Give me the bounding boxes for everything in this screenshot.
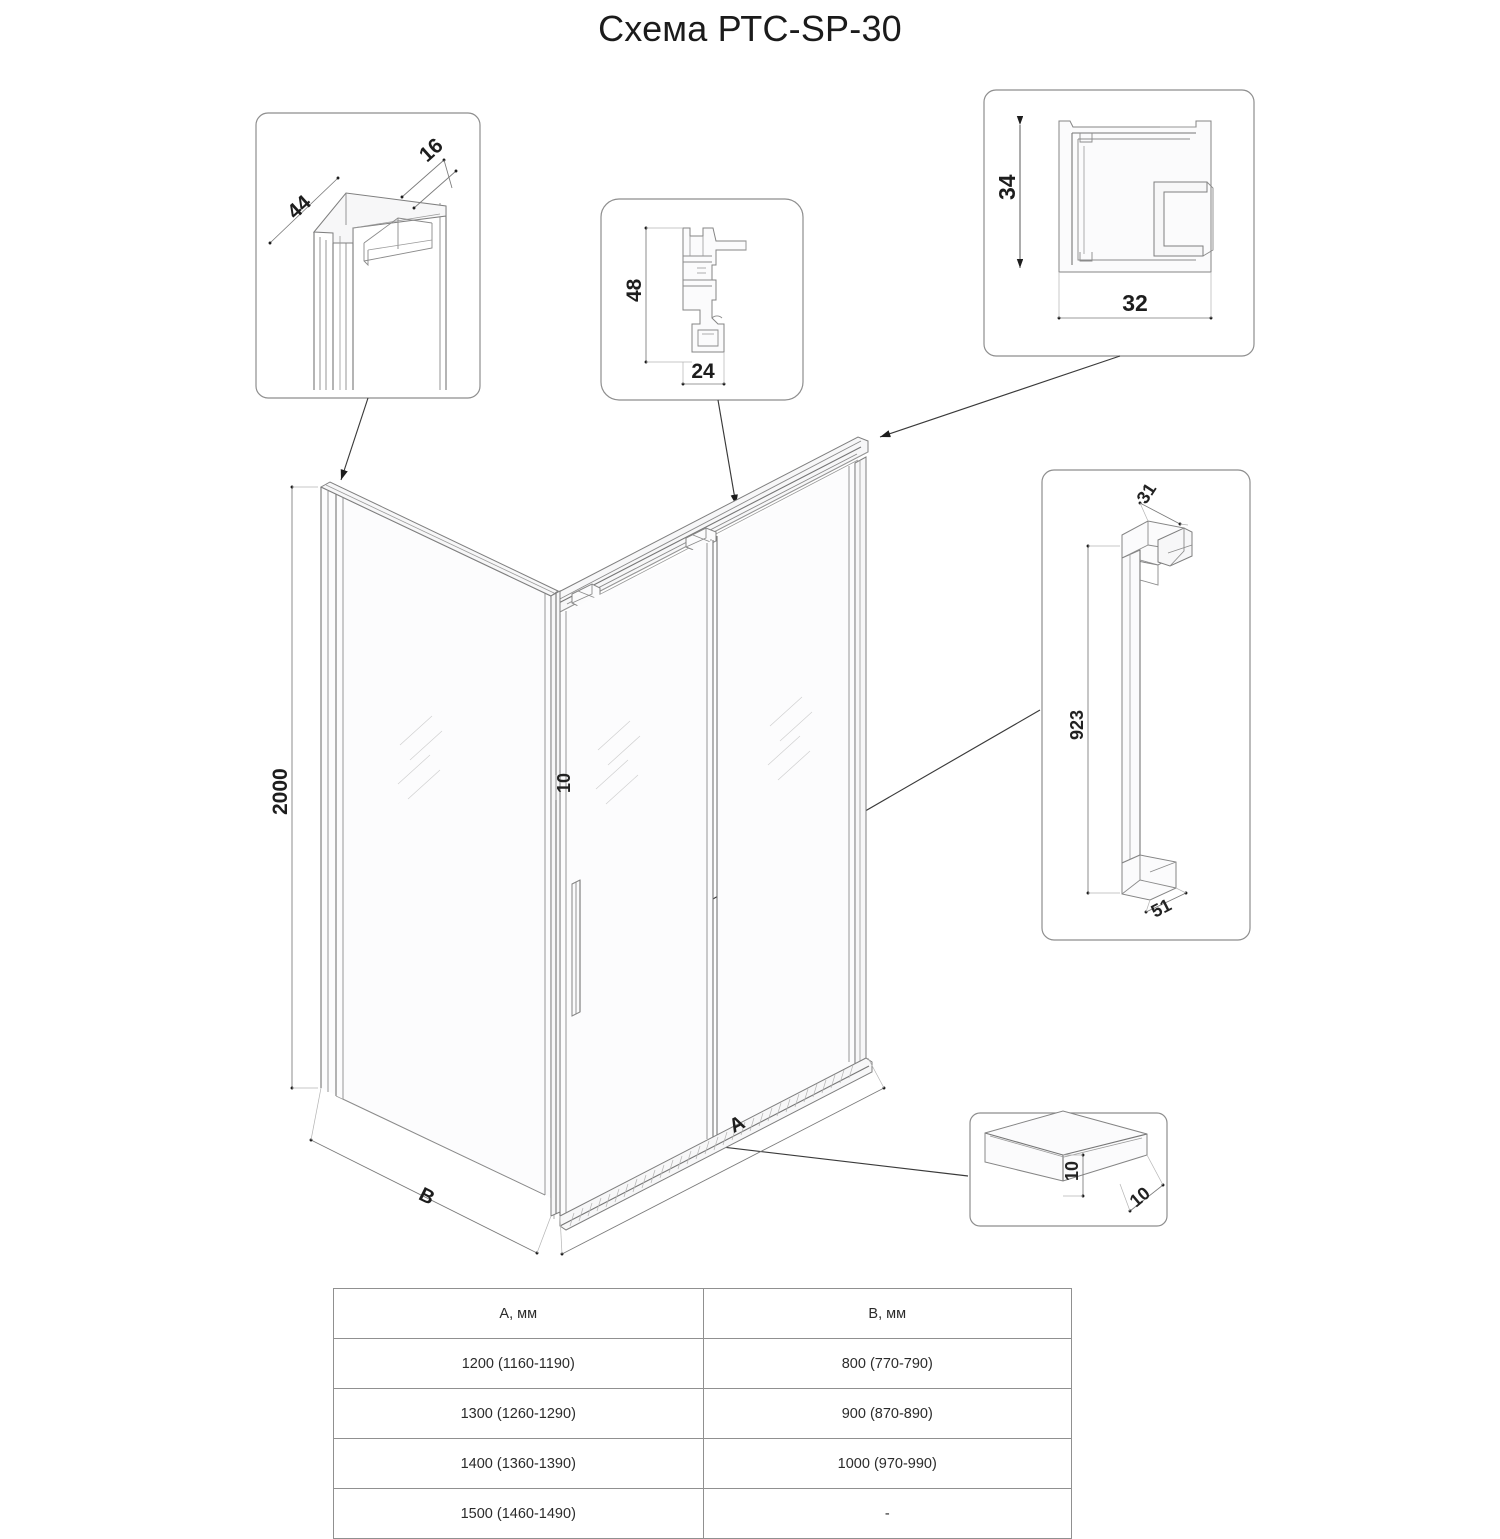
table-header-a: А, мм [333,1288,704,1339]
page-title: Схема РТС-SP-30 [598,8,902,49]
dim-923: 923 [1067,710,1087,740]
schematic-drawing: 44 16 [255,89,1255,1256]
callout-bottom-guide: 10 10 [662,1110,1168,1227]
table-cell-a: 1400 (1360-1390) [333,1438,704,1489]
dim-10-glass: 10 [554,773,574,793]
table-cell-a: 1500 (1460-1490) [333,1488,704,1539]
table-cell-a: 1200 (1160-1190) [333,1338,704,1389]
callout-rail-profile: 34 32 [879,89,1255,438]
dim-10-height: 10 [1062,1161,1082,1181]
dim-24: 24 [691,360,715,383]
dim-34: 34 [994,174,1020,200]
technical-drawing-page: Схема РТС-SP-30 [255,8,1255,1539]
table-row: 1400 (1360-1390) 1000 (970-990) [333,1438,1073,1489]
main-isometric-model: 2000 10 B A [269,436,886,1256]
dimensions-table: А, мм В, мм 1200 (1160-1190) 800 (770-79… [333,1288,1073,1539]
dim-32: 32 [1122,290,1148,316]
dim-label-B: B [415,1184,438,1210]
table-cell-b: - [702,1488,1073,1539]
table-header-b: В, мм [702,1288,1073,1339]
table-header-row: А, мм В, мм [333,1288,1073,1339]
table-row: 1300 (1260-1290) 900 (870-890) [333,1388,1073,1439]
table-row: 1200 (1160-1190) 800 (770-790) [333,1338,1073,1389]
table-cell-b: 1000 (970-990) [702,1438,1073,1489]
callout-handle: 31 923 51 [596,469,1251,967]
dim-2000-height: 2000 [269,768,292,815]
dim-48: 48 [623,278,646,302]
callout-wall-profile: 44 16 [255,112,481,481]
table-row: 1500 (1460-1490) - [333,1488,1073,1539]
table-cell-b: 900 (870-890) [702,1388,1073,1439]
table-cell-b: 800 (770-790) [702,1338,1073,1389]
callout-track-section: 48 24 [600,198,804,506]
table-cell-a: 1300 (1260-1290) [333,1388,704,1439]
